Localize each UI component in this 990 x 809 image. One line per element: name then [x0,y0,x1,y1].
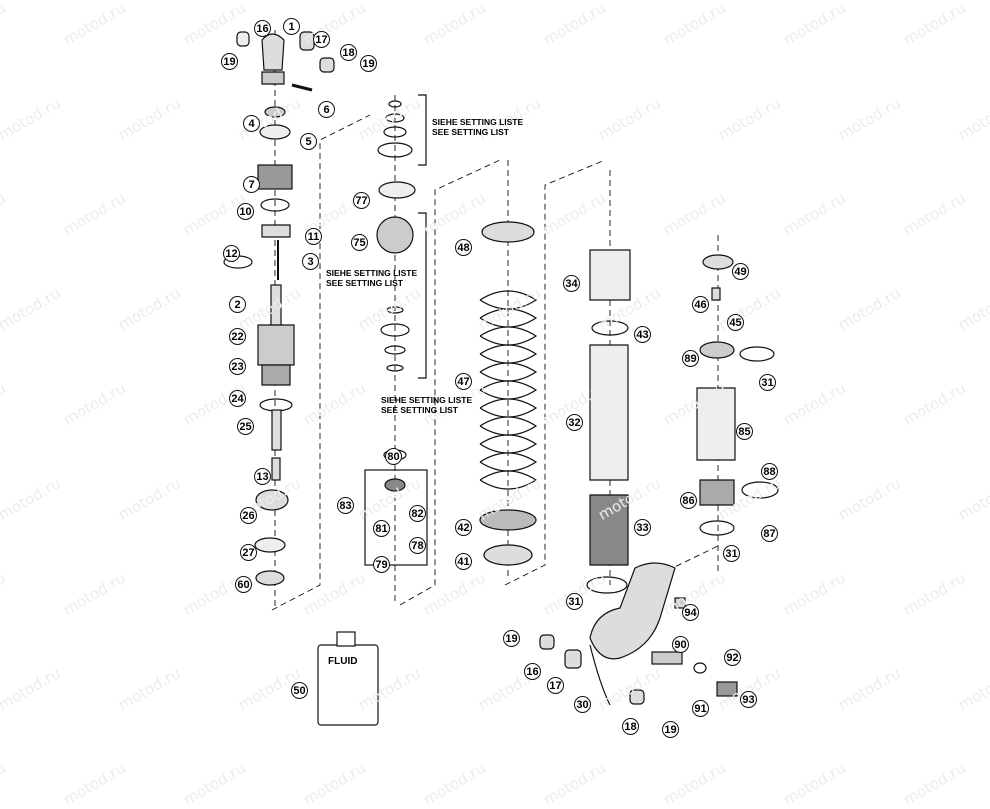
callout-91: 91 [692,700,709,717]
callout-13: 13 [254,468,271,485]
watermark-text: motod.ru [660,759,729,809]
callout-31: 31 [723,545,740,562]
callout-41: 41 [455,553,472,570]
callout-47: 47 [455,373,472,390]
watermark-text: motod.ru [420,759,489,809]
callout-81: 81 [373,520,390,537]
callout-94: 94 [682,604,699,621]
callout-48: 48 [455,239,472,256]
callout-16: 16 [524,663,541,680]
callout-42: 42 [455,519,472,536]
callout-75: 75 [351,234,368,251]
callout-6: 6 [318,101,335,118]
callout-77: 77 [353,192,370,209]
callout-2: 2 [229,296,246,313]
callout-22: 22 [229,328,246,345]
callout-23: 23 [229,358,246,375]
callout-34: 34 [563,275,580,292]
callout-18: 18 [340,44,357,61]
callout-46: 46 [692,296,709,313]
callout-10: 10 [237,203,254,220]
callout-30: 30 [574,696,591,713]
callout-7: 7 [243,176,260,193]
callout-19: 19 [360,55,377,72]
callout-80: 80 [385,448,402,465]
callout-4: 4 [243,115,260,132]
callout-19: 19 [503,630,520,647]
callout-16: 16 [254,20,271,37]
callout-1: 1 [283,18,300,35]
callout-24: 24 [229,390,246,407]
parts-drawing [223,30,779,726]
callout-12: 12 [223,245,240,262]
callout-79: 79 [373,556,390,573]
watermark-text: motod.ru [540,759,609,809]
callout-26: 26 [240,507,257,524]
callout-27: 27 [240,544,257,561]
callout-3: 3 [302,253,319,270]
callout-86: 86 [680,492,697,509]
callout-45: 45 [727,314,744,331]
callout-83: 83 [337,497,354,514]
watermark-text: motod.ru [60,759,129,809]
callout-11: 11 [305,228,322,245]
fluid-label: FLUID [328,656,358,667]
callout-93: 93 [740,691,757,708]
callout-17: 17 [547,677,564,694]
callout-92: 92 [724,649,741,666]
watermark-text: motod.ru [0,759,9,809]
callout-19: 19 [662,721,679,738]
callout-43: 43 [634,326,651,343]
callout-18: 18 [622,718,639,735]
callout-85: 85 [736,423,753,440]
callout-19: 19 [221,53,238,70]
callout-89: 89 [682,350,699,367]
callout-25: 25 [237,418,254,435]
callout-5: 5 [300,133,317,150]
watermark-text: motod.ru [900,759,969,809]
callout-90: 90 [672,636,689,653]
callout-33: 33 [634,519,651,536]
callout-50: 50 [291,682,308,699]
callout-88: 88 [761,463,778,480]
callout-60: 60 [235,576,252,593]
watermark-text: motod.ru [780,759,849,809]
watermark-text: motod.ru [180,759,249,809]
callout-31: 31 [759,374,776,391]
callout-32: 32 [566,414,583,431]
callout-82: 82 [409,505,426,522]
callout-17: 17 [313,31,330,48]
callout-49: 49 [732,263,749,280]
callout-87: 87 [761,525,778,542]
callout-78: 78 [409,537,426,554]
watermark-text: motod.ru [300,759,369,809]
callout-31: 31 [566,593,583,610]
